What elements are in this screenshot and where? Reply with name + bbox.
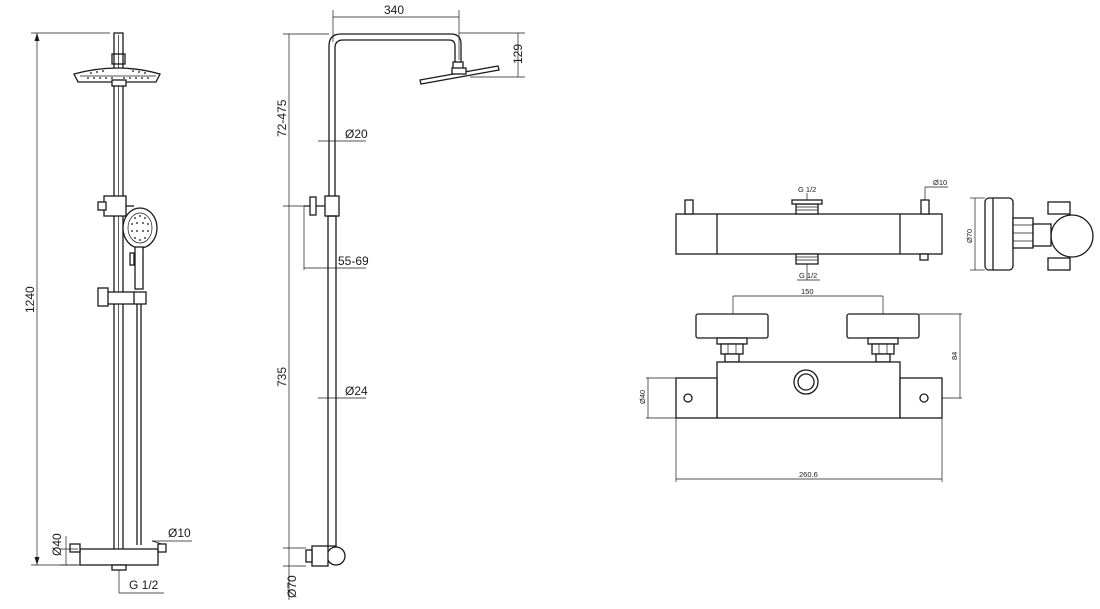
hand-shower-slider	[97, 195, 134, 217]
dim-height-1240: 1240	[23, 32, 110, 566]
svg-text:Ø20: Ø20	[345, 127, 368, 141]
overhead-shower-head	[73, 67, 161, 87]
hand-shower-head	[122, 207, 158, 290]
svg-text:55-69: 55-69	[338, 254, 369, 268]
front-mixer-body	[69, 543, 167, 571]
end-cap-label: Ø40	[638, 390, 647, 404]
dim-inlet-thread: G 1/2	[118, 570, 164, 594]
svg-text:129: 129	[511, 44, 525, 64]
dim-arm-reach: 340	[332, 3, 460, 60]
dim-height-label: 1240	[23, 286, 37, 313]
side-swivel-joint	[283, 195, 340, 217]
svg-text:72-475: 72-475	[275, 99, 289, 137]
right-handle	[846, 313, 920, 339]
mixer-front-view: 150 84	[638, 287, 962, 482]
dim-lower-length: 735	[275, 367, 289, 387]
svg-text:735: 735	[275, 367, 289, 387]
left-handle	[695, 313, 769, 339]
svg-text:Ø10: Ø10	[168, 526, 191, 540]
side-view: 340 129 72-475 Ø20	[275, 3, 525, 600]
dim-head-drop: 129	[459, 32, 525, 78]
dim-pin-diameter: Ø10	[151, 526, 192, 545]
end-body-label: Ø70	[965, 229, 974, 243]
depth-label: 84	[950, 352, 959, 360]
centers-label: 150	[801, 287, 814, 296]
shower-arm	[328, 33, 462, 200]
svg-text:Ø40: Ø40	[50, 533, 64, 556]
left-nut	[716, 337, 748, 363]
right-nut	[867, 337, 899, 363]
lower-pipe	[327, 215, 337, 547]
dim-upper-adjust: 72-475	[275, 33, 329, 548]
top-outlet-label: G 1/2	[798, 185, 816, 194]
dim-offset: 55-69	[303, 206, 369, 270]
shower-holder	[97, 287, 147, 307]
side-mixer-body: Ø70	[283, 545, 346, 600]
svg-text:G 1/2: G 1/2	[129, 578, 159, 592]
svg-text:Ø24: Ø24	[345, 384, 368, 398]
side-shower-head	[419, 65, 500, 85]
dim-valve-diameter: Ø40	[50, 533, 78, 566]
pin-label: Ø10	[933, 178, 947, 187]
mixer-end-view: Ø70	[965, 197, 1094, 271]
bottom-inlet-label: G 1/2	[799, 271, 817, 280]
dim-lower-pipe: Ø24	[318, 384, 368, 399]
mixer-top-view: G 1/2 Ø10 G 1/2	[675, 178, 948, 281]
dim-upper-pipe: Ø20	[318, 127, 368, 142]
svg-text:Ø70: Ø70	[285, 575, 299, 598]
svg-text:340: 340	[384, 3, 404, 17]
front-view: 1240	[23, 32, 192, 594]
length-label: 260.6	[799, 470, 818, 479]
